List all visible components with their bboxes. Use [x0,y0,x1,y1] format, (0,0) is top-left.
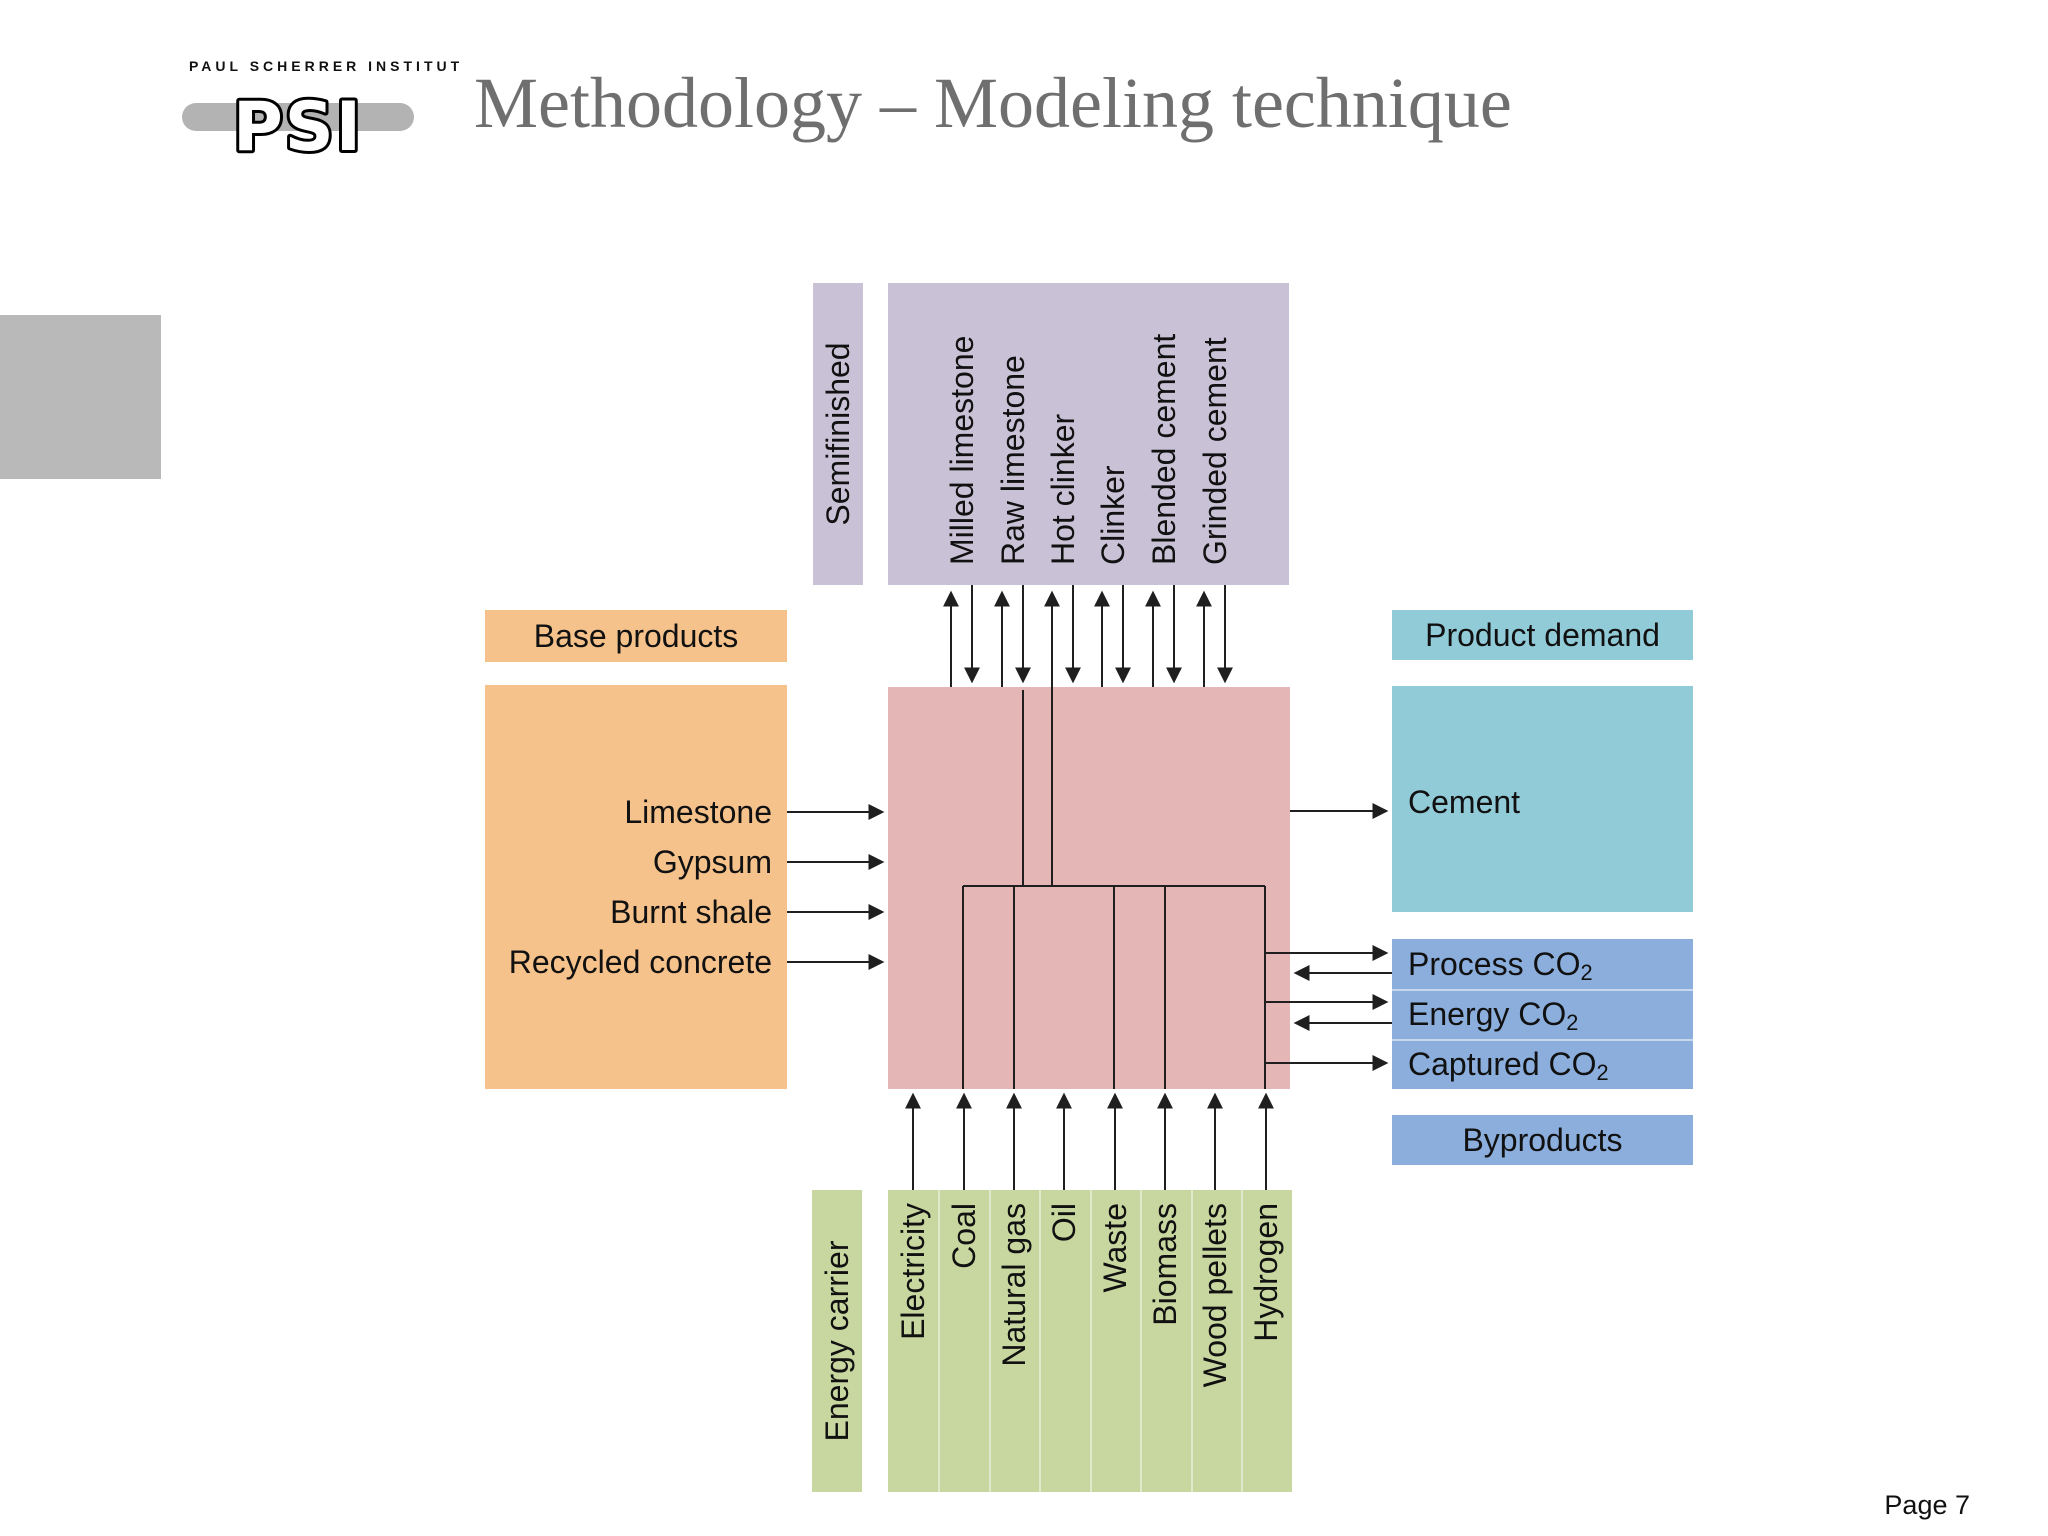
semifinished-item: Clinker [1095,465,1131,565]
semifinished-box [888,283,1289,585]
column-separator [989,1190,991,1492]
energy-carrier-item: Waste [1097,1203,1133,1293]
energy-carrier-item: Oil [1046,1203,1082,1243]
product-demand-header: Product demand [1425,616,1660,653]
product-demand-header-box: Product demand [1392,610,1693,660]
energy-carrier-item: Coal [946,1203,982,1269]
semifinished-header-box [813,283,863,585]
column-separator [938,1190,940,1492]
base-product-arrows [787,804,885,970]
energy-carrier-item: Wood pellets [1197,1203,1233,1388]
semifinished-header: Semifinished [820,342,856,526]
column-separator [1191,1190,1193,1492]
page-title: Methodology – Modeling technique [474,63,1512,143]
semifinished-item: Milled limestone [944,335,980,565]
semifinished-item: Grinded cement [1197,337,1233,565]
semifinished-item: Raw limestone [995,355,1031,565]
semifinished-item: Hot clinker [1045,413,1081,565]
row-separator [1392,1039,1693,1041]
semifinished-item: Blended cement [1146,333,1182,565]
base-product-item: Burnt shale [610,894,772,930]
energy-carrier-item: Hydrogen [1248,1203,1284,1342]
column-separator [1090,1190,1092,1492]
institute-name: PAUL SCHERRER INSTITUT [189,58,464,74]
cement-label: Cement [1408,784,1521,820]
base-product-item: Gypsum [652,844,772,880]
energy-carrier-box [888,1190,1292,1492]
column-separator [1039,1190,1041,1492]
co2-item: Captured CO2 [1408,1046,1609,1085]
psi-logo-text: PSI [233,88,363,167]
process-model-box [888,687,1290,1089]
gray-accent-rectangle [0,315,161,479]
base-product-item: Limestone [624,794,772,830]
cement-box [1392,686,1693,912]
co2-item: Process CO2 [1408,946,1593,985]
base-products-header: Base products [533,617,739,654]
co2-outputs-box [1392,939,1693,1089]
energy-carrier-header: Energy carrier [819,1240,855,1442]
row-separator [1392,989,1693,991]
energy-carrier-item: Natural gas [996,1203,1032,1367]
psi-logo: PSI [182,85,414,168]
base-product-item: Recycled concrete [508,944,772,980]
page-number: Page 7 [1884,1490,1970,1520]
psi-logo-bar [182,103,414,131]
base-products-box [485,685,787,1089]
byproducts-header: Byproducts [1462,1121,1623,1158]
base-products-header-box: Base products [485,610,787,662]
byproducts-box: Byproducts [1392,1115,1693,1165]
column-separator [1241,1190,1243,1492]
energy-carrier-item: Electricity [895,1203,931,1340]
energy-carrier-item: Biomass [1147,1203,1183,1326]
co2-item: Energy CO2 [1408,996,1579,1035]
column-separator [1140,1190,1142,1492]
energy-carrier-arrows [905,1092,1274,1190]
energy-carrier-header-box [812,1190,862,1492]
